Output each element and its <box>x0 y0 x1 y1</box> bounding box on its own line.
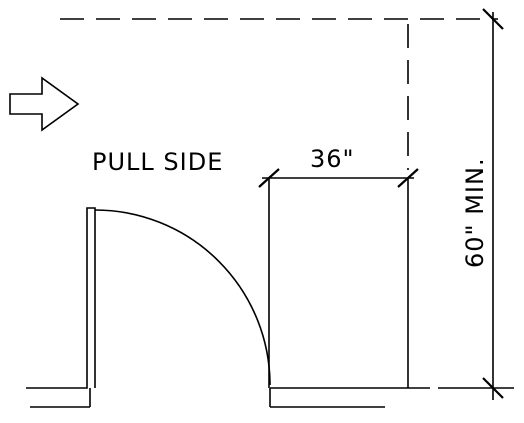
width-dimension-label: 36" <box>310 145 355 173</box>
depth-dimension-label: 60" MIN. <box>461 157 489 268</box>
wall-left-segment <box>26 207 96 389</box>
approach-arrow-icon <box>9 76 80 132</box>
pull-side-label: PULL SIDE <box>92 148 223 176</box>
depth-dimension-tick-top <box>482 8 504 30</box>
door-swing-arc <box>94 209 271 386</box>
width-dimension-tick-right <box>397 168 419 188</box>
depth-dimension-tick-bottom <box>482 377 504 399</box>
width-dimension-tick-left <box>258 168 280 188</box>
